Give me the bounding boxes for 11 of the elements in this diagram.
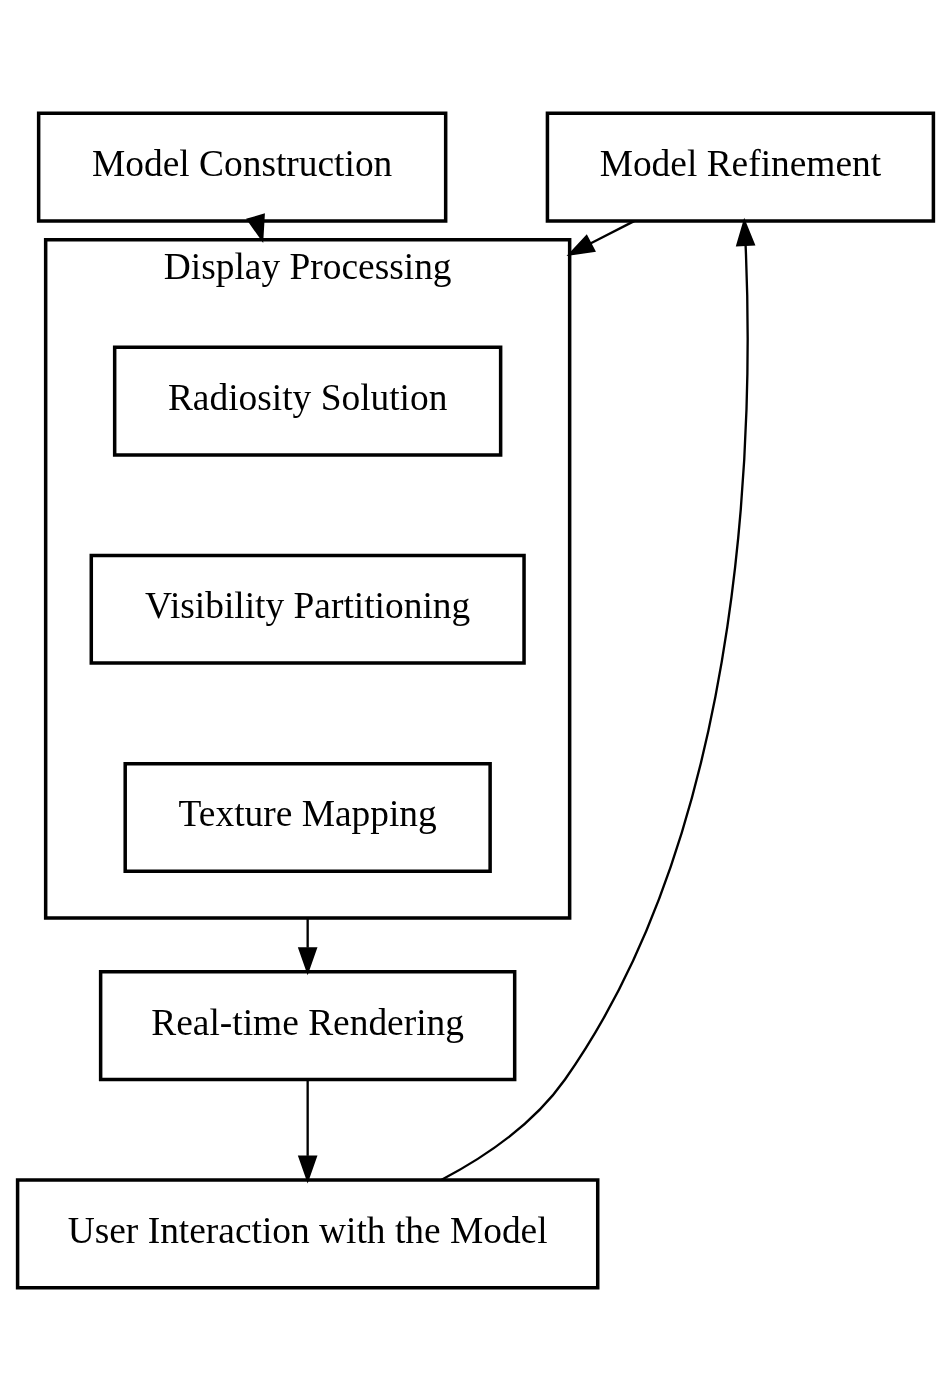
node-box: Real-time Rendering [98, 969, 517, 1081]
arrow [246, 212, 265, 243]
node-box: Model Refinement [545, 111, 936, 223]
arrow [566, 219, 635, 256]
arrow [297, 917, 318, 975]
node-box: Visibility Partitioning [89, 553, 526, 665]
node-box: Texture Mapping [123, 761, 492, 873]
node-box: Radiosity Solution [112, 345, 503, 457]
node-box: User Interaction with the Model [15, 1177, 600, 1289]
arrow [297, 1079, 318, 1183]
arrow [440, 217, 756, 1181]
